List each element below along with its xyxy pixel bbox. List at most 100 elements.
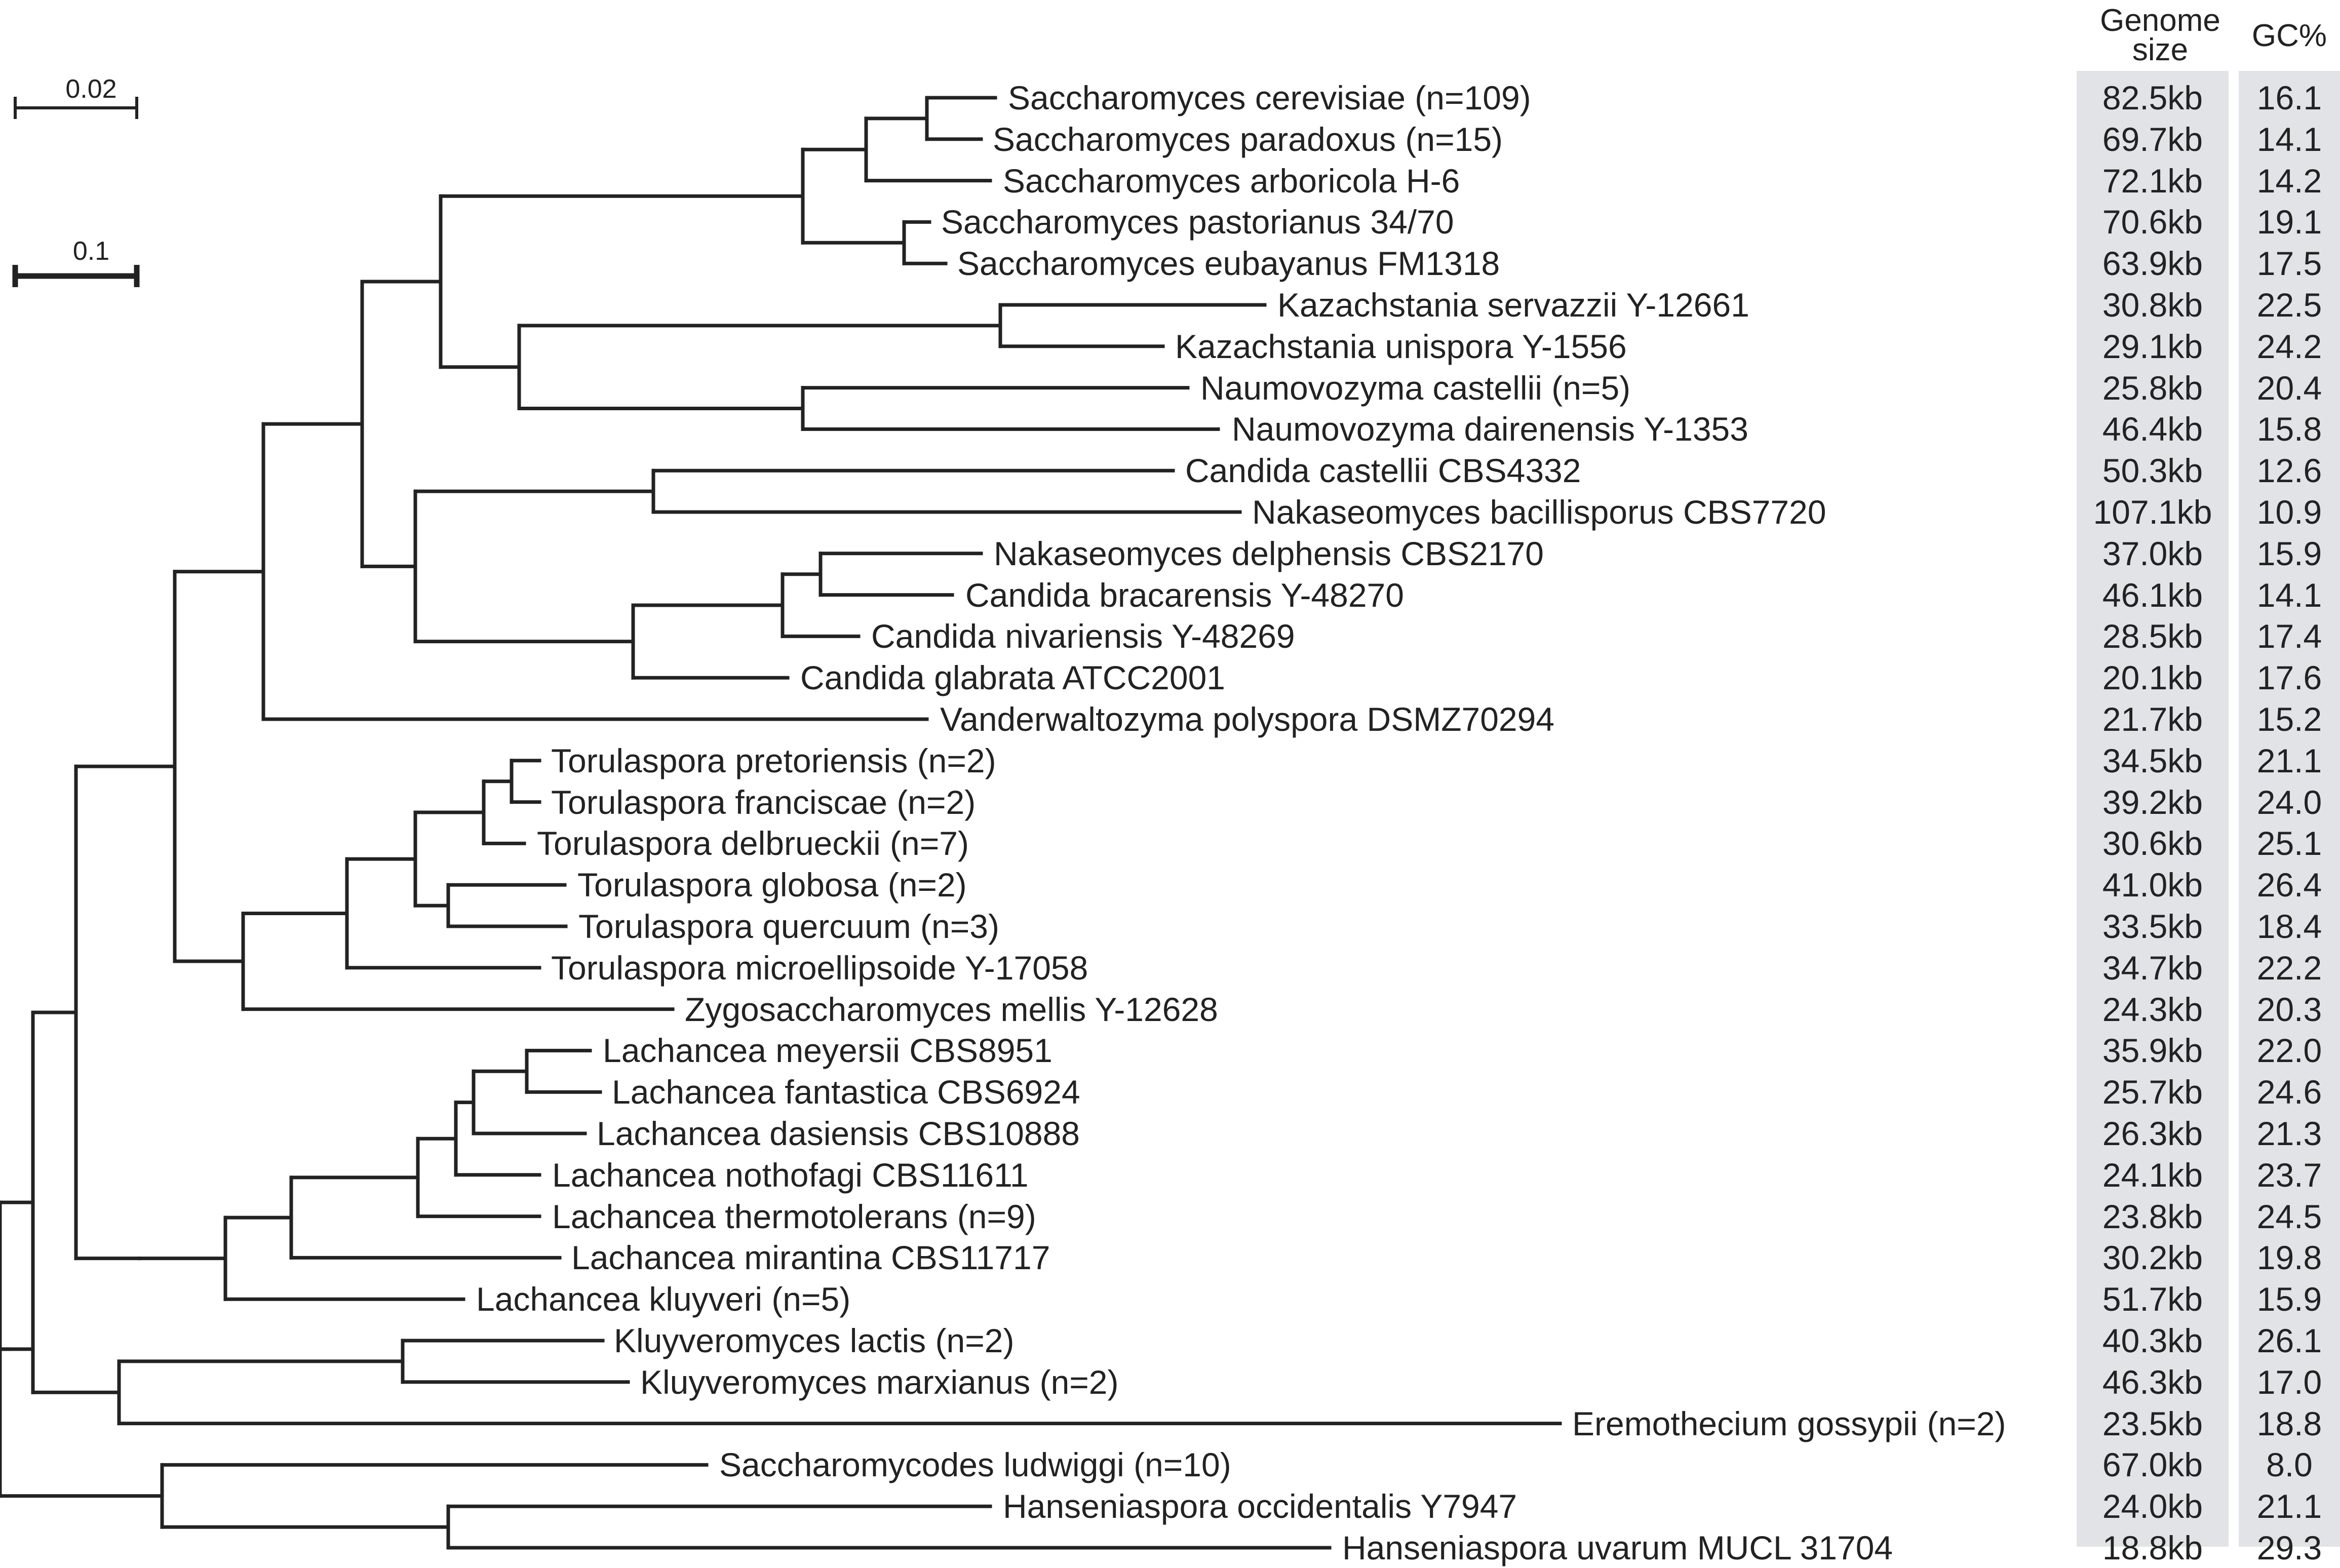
scale-bar-label-coarse: 0.1: [72, 237, 110, 266]
taxon-label: Nakaseomyces delphensis CBS2170: [994, 534, 1544, 572]
gc-percent-cell: 17.6: [2256, 659, 2322, 697]
taxon-label: Candida nivariensis Y-48269: [871, 617, 1295, 655]
genome-size-cell: 46.1kb: [2102, 576, 2203, 614]
genome-size-cell: 33.5kb: [2102, 908, 2203, 945]
genome-size-cell: 29.1kb: [2102, 327, 2203, 365]
gc-percent-cell: 21.3: [2256, 1115, 2322, 1152]
phylogenetic-tree-figure: Genome size GC% 0.02 0.1 Saccharomyces c…: [0, 3, 2340, 1566]
gc-percent-cell: 17.0: [2256, 1363, 2322, 1401]
gc-percent-header: GC%: [2251, 18, 2327, 53]
scale-bar-fine: [14, 97, 138, 119]
genome-size-cell: 72.1kb: [2102, 162, 2203, 200]
gc-percent-cell: 22.0: [2256, 1032, 2322, 1070]
taxon-label: Nakaseomyces bacillisporus CBS7720: [1252, 493, 1826, 531]
genome-size-cell: 40.3kb: [2102, 1322, 2203, 1359]
taxon-label: Torulaspora quercuum (n=3): [578, 908, 999, 945]
gc-percent-cell: 15.2: [2256, 700, 2322, 738]
gc-percent-cell: 24.0: [2256, 783, 2322, 821]
genome-size-cell: 41.0kb: [2102, 866, 2203, 904]
genome-size-cell: 28.5kb: [2102, 617, 2203, 655]
gc-percent-cell: 26.4: [2256, 866, 2322, 904]
gc-percent-cell: 22.2: [2256, 949, 2322, 987]
taxon-label: Vanderwaltozyma polyspora DSMZ70294: [940, 700, 1555, 738]
gc-percent-cell: 19.1: [2256, 203, 2322, 241]
tree-branches: [0, 96, 1562, 1550]
genome-size-header: Genome size: [2100, 3, 2220, 67]
genome-size-cell: 26.3kb: [2102, 1115, 2203, 1152]
genome-size-cell: 63.9kb: [2102, 245, 2203, 283]
taxon-label: Saccharomyces pastorianus 34/70: [941, 203, 1454, 241]
taxon-label: Torulaspora delbrueckii (n=7): [537, 825, 969, 863]
gc-percent-cell: 29.3: [2256, 1529, 2322, 1566]
taxon-label: Saccharomyces cerevisiae (n=109): [1008, 79, 1531, 116]
taxon-label: Torulaspora microellipsoide Y-17058: [551, 949, 1088, 987]
genome-size-cell: 18.8kb: [2102, 1529, 2203, 1566]
gc-percent-cell: 15.8: [2256, 410, 2322, 448]
taxon-label: Hanseniaspora uvarum MUCL 31704: [1342, 1529, 1893, 1566]
gc-percent-cell: 19.8: [2256, 1239, 2322, 1277]
gc-percent-cell: 17.4: [2256, 617, 2322, 655]
genome-size-cell: 35.9kb: [2102, 1032, 2203, 1070]
genome-size-cell: 21.7kb: [2102, 700, 2203, 738]
taxon-label: Zygosaccharomyces mellis Y-12628: [685, 990, 1218, 1028]
taxon-label: Saccharomyces paradoxus (n=15): [993, 120, 1503, 158]
taxon-label: Kazachstania servazzii Y-12661: [1277, 286, 1749, 324]
gc-percent-cell: 10.9: [2256, 493, 2322, 531]
genome-size-cell: 70.6kb: [2102, 203, 2203, 241]
taxon-label: Saccharomyces eubayanus FM1318: [957, 245, 1500, 283]
genome-size-cell: 39.2kb: [2102, 783, 2203, 821]
gc-percent-cell: 16.1: [2256, 79, 2322, 116]
gc-percent-cell: 24.6: [2256, 1073, 2322, 1111]
gc-percent-cell: 21.1: [2256, 741, 2322, 779]
gc-percent-cell: 23.7: [2256, 1156, 2322, 1194]
gc-percent-cell: 17.5: [2256, 245, 2322, 283]
taxon-label: Kluyveromyces lactis (n=2): [614, 1322, 1015, 1359]
gc-percent-cell: 25.1: [2256, 825, 2322, 863]
taxon-label: Lachancea mirantina CBS11717: [571, 1239, 1050, 1277]
taxon-label: Candida glabrata ATCC2001: [800, 659, 1225, 697]
gc-percent-cell: 12.6: [2256, 452, 2322, 490]
taxon-label: Lachancea meyersii CBS8951: [603, 1032, 1052, 1070]
taxon-label: Lachancea nothofagi CBS11611: [552, 1156, 1029, 1194]
taxon-label: Naumovozyma castellii (n=5): [1200, 369, 1631, 407]
taxon-label: Candida bracarensis Y-48270: [965, 576, 1404, 614]
genome-size-cell: 37.0kb: [2102, 534, 2203, 572]
genome-size-cell: 30.8kb: [2102, 286, 2203, 324]
genome-size-cell: 20.1kb: [2102, 659, 2203, 697]
genome-size-cell: 82.5kb: [2102, 79, 2203, 116]
taxon-label: Hanseniaspora occidentalis Y7947: [1003, 1487, 1517, 1525]
taxon-label: Torulaspora globosa (n=2): [577, 866, 967, 904]
gc-percent-cell: 14.2: [2256, 162, 2322, 200]
gc-percent-cell: 8.0: [2266, 1446, 2313, 1484]
taxon-label: Saccharomyces arboricola H-6: [1003, 162, 1460, 200]
gc-percent-cell: 14.1: [2256, 120, 2322, 158]
genome-size-cell: 34.7kb: [2102, 949, 2203, 987]
gc-percent-cell: 24.5: [2256, 1197, 2322, 1235]
taxon-label: Kluyveromyces marxianus (n=2): [640, 1363, 1119, 1401]
taxon-label: Torulaspora pretoriensis (n=2): [551, 741, 996, 779]
genome-size-cell: 25.7kb: [2102, 1073, 2203, 1111]
gc-percent-cell: 15.9: [2256, 534, 2322, 572]
gc-percent-cell: 21.1: [2256, 1487, 2322, 1525]
taxon-label: Saccharomycodes ludwiggi (n=10): [719, 1446, 1231, 1484]
gc-percent-cell: 22.5: [2256, 286, 2322, 324]
genome-size-cell: 51.7kb: [2102, 1280, 2203, 1318]
taxon-label: Lachancea thermotolerans (n=9): [552, 1197, 1036, 1235]
gc-percent-cell: 26.1: [2256, 1322, 2322, 1359]
gc-percent-cell: 24.2: [2256, 327, 2322, 365]
genome-size-cell: 30.2kb: [2102, 1239, 2203, 1277]
taxon-label: Lachancea kluyveri (n=5): [476, 1280, 851, 1318]
gc-percent-cell: 20.4: [2256, 369, 2322, 407]
genome-size-cell: 24.0kb: [2102, 1487, 2203, 1525]
genome-size-column-bg: [2077, 71, 2229, 1547]
taxon-label: Candida castellii CBS4332: [1185, 452, 1581, 490]
genome-size-cell: 23.5kb: [2102, 1404, 2203, 1442]
genome-size-cell: 46.4kb: [2102, 410, 2203, 448]
scale-bar-label-fine: 0.02: [65, 74, 117, 104]
genome-size-cell: 107.1kb: [2093, 493, 2212, 531]
gc-percent-cell: 14.1: [2256, 576, 2322, 614]
genome-size-cell: 69.7kb: [2102, 120, 2203, 158]
genome-size-cell: 24.3kb: [2102, 990, 2203, 1028]
genome-size-cell: 25.8kb: [2102, 369, 2203, 407]
genome-size-cell: 30.6kb: [2102, 825, 2203, 863]
